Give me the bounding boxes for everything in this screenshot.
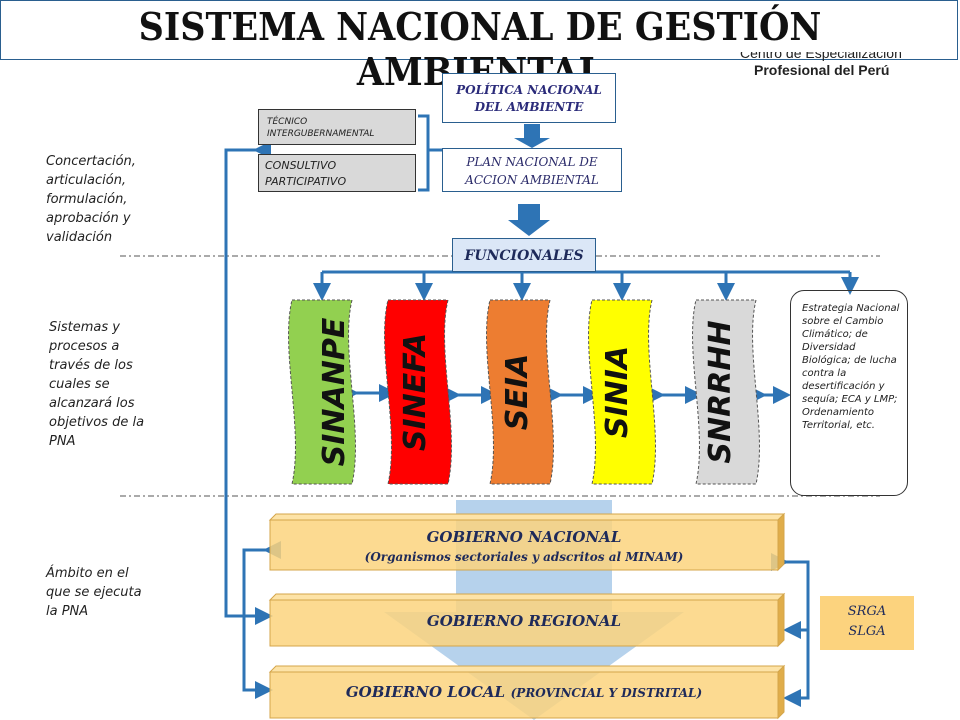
srga-line2: SLGA [848, 624, 886, 639]
brand-line-2: Profesional del Perú [754, 62, 890, 78]
gov-bar-local [268, 664, 786, 720]
srga-line1: SRGA [847, 604, 887, 619]
politica-box: POLÍTICA NACIONAL DEL AMBIENTE [442, 73, 616, 123]
gov-regional-title: GOBIERNO REGIONAL [426, 612, 622, 630]
gov-bar-nacional [268, 512, 786, 572]
gov-bar-regional [268, 592, 786, 648]
arrow-plan-funcionales [508, 204, 550, 236]
system-label-seia: SEIA [500, 353, 535, 431]
bracket-councils [418, 114, 430, 192]
estrategia-bracket [790, 290, 908, 496]
gov-bars [268, 512, 786, 720]
tecnico-box: TÉCNICO INTERGUBERNAMENTAL [258, 109, 416, 145]
note-ambito: Ámbito en el que se ejecuta la PNA [46, 566, 142, 619]
system-label-sinanpe: SINANPE [317, 317, 352, 467]
funcionales-box: FUNCIONALES [452, 238, 596, 272]
gov-local-title: GOBIERNO LOCAL [345, 683, 506, 701]
system-label-snrrhh: SNRRHH [703, 320, 738, 464]
system-label-sinefa: SINEFA [398, 332, 433, 452]
system-shape-snrrhh [692, 299, 760, 485]
gov-nacional-title: GOBIERNO NACIONAL [426, 528, 622, 546]
gov-local-label: GOBIERNO LOCAL (PROVINCIAL Y DISTRITAL) [270, 682, 778, 701]
estrategia-text: Estrategia Nacional sobre el Cambio Clim… [802, 303, 900, 431]
left-connector [224, 141, 273, 625]
system-shape-seia [486, 299, 554, 485]
arrow-politica-plan [514, 124, 550, 148]
system-shape-sinia [588, 299, 656, 485]
brand-line-1: Centro de Especialización [740, 52, 902, 61]
bracket-plan [428, 150, 440, 178]
srga-box: SRGA SLGA [820, 596, 914, 650]
system-shape-sinanpe [288, 299, 356, 485]
system-shape-sinefa [384, 299, 452, 485]
consultivo-box: CONSULTIVO PARTICIPATIVO [258, 154, 416, 192]
note-sistemas: Sistemas y procesos a través de los cual… [49, 320, 145, 449]
left-connector-2 [242, 541, 281, 699]
title-bar [0, 0, 958, 60]
plan-box: PLAN NACIONAL DE ACCION AMBIENTAL [442, 148, 622, 192]
gov-local-subtitle: (PROVINCIAL Y DISTRITAL) [510, 686, 703, 700]
system-shapes [288, 299, 760, 485]
system-label-sinia: SINIA [600, 345, 635, 439]
gov-nacional-subtitle: (Organismos sectoriales y adscritos al M… [364, 550, 684, 564]
note-concertacion: Concertación, articulación, formulación,… [46, 154, 136, 245]
